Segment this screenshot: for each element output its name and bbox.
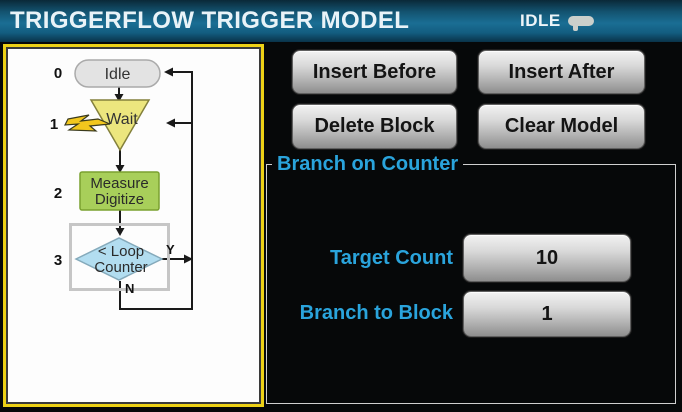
trigger-bolt-icon [63, 114, 111, 132]
flow-block-measure-label-2: Digitize [95, 191, 144, 208]
target-count-value-button[interactable]: 10 [463, 234, 631, 282]
flow-block-idle[interactable] [74, 59, 161, 88]
delete-block-button[interactable]: Delete Block [292, 104, 457, 149]
flow-block-loop-label-2: Counter [94, 259, 147, 276]
block-3-index: 3 [54, 252, 62, 269]
triggerflow-diagram-panel[interactable]: 0 Idle 1 Wait 2 Measure Digitize 3 < Loo… [3, 44, 264, 407]
branch-yes-label: Y [166, 242, 175, 257]
insert-before-button[interactable]: Insert Before [292, 50, 457, 94]
branch-no-label: N [125, 281, 134, 296]
title-bar: TRIGGERFLOW TRIGGER MODEL IDLE [0, 0, 682, 42]
status-indicator: IDLE [520, 0, 594, 42]
selection-box [69, 223, 170, 291]
target-count-label: Target Count [330, 247, 453, 269]
block-1-index: 1 [50, 116, 58, 133]
block-0-index: 0 [54, 65, 62, 82]
triggerflow-canvas: 0 Idle 1 Wait 2 Measure Digitize 3 < Loo… [50, 59, 193, 310]
insert-after-button[interactable]: Insert After [478, 50, 645, 94]
branch-panel-legend: Branch on Counter [272, 153, 464, 176]
page-title: TRIGGERFLOW TRIGGER MODEL [10, 7, 410, 34]
flow-block-measure-label-1: Measure [90, 175, 148, 192]
branch-to-block-value-button[interactable]: 1 [463, 291, 631, 337]
loopback-lines [118, 71, 193, 310]
branch-on-counter-panel: Branch on Counter Target Count 10 Branch… [266, 153, 676, 404]
flow-block-loop-counter[interactable] [74, 237, 164, 281]
block-2-index: 2 [54, 185, 62, 202]
flow-block-measure-digitize[interactable] [79, 171, 160, 211]
clear-model-button[interactable]: Clear Model [478, 104, 645, 149]
flow-block-idle-label: Idle [105, 66, 131, 83]
trigger-key-icon [567, 16, 594, 31]
status-text: IDLE [520, 11, 561, 30]
branch-to-block-label: Branch to Block [299, 302, 453, 324]
flow-block-wait-label: Wait [106, 111, 138, 128]
flow-block-loop-label-1: < Loop [98, 243, 144, 260]
arrowheads [114, 67, 193, 264]
